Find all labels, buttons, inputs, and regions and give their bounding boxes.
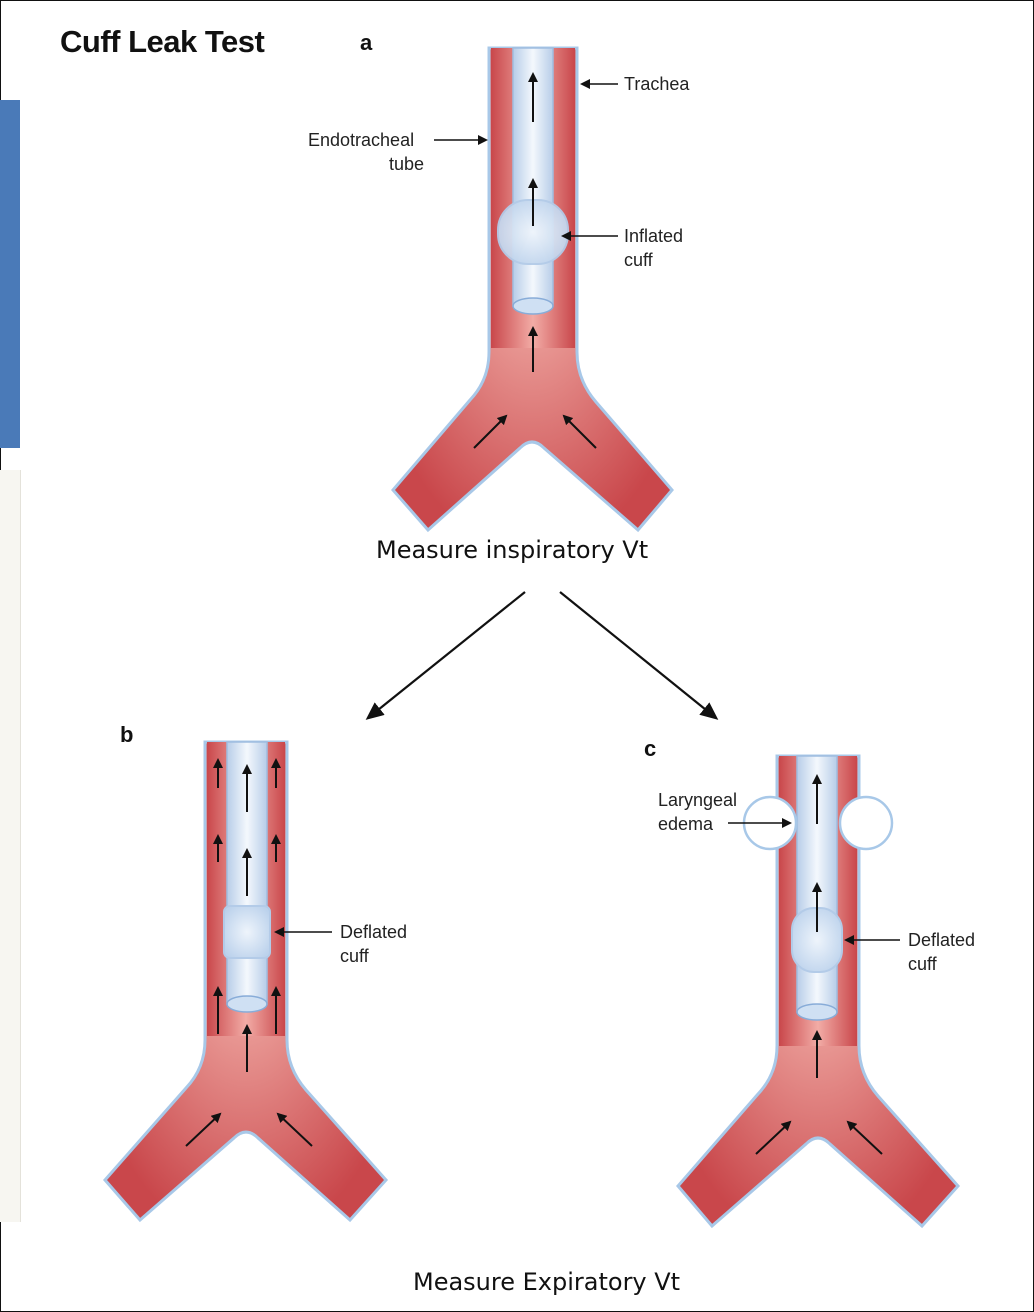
tube-label-line1: Endotracheal [308,128,414,152]
inflated-cuff-label-line2: cuff [624,248,653,272]
laryngeal-edema-right [840,797,892,849]
laryngeal-edema-label-line1: Laryngeal [658,788,737,812]
panel-a-airway [393,48,672,530]
panel-a-letter: a [360,30,372,56]
panel-b-letter: b [120,722,133,748]
panel-c-letter: c [644,736,656,762]
panel-b-cuff-label-line1: Deflated [340,920,407,944]
trachea-label: Trachea [624,72,689,96]
tube-label-line2: tube [389,152,424,176]
panel-b-tube-opening [227,996,267,1012]
panel-c-cuff-label-line2: cuff [908,952,937,976]
expiratory-caption: Measure Expiratory Vt [413,1268,680,1296]
panel-c-airway [678,756,958,1226]
branch-arrow-left [368,592,525,718]
inspiratory-caption: Measure inspiratory Vt [376,536,648,564]
inflated-cuff-label-line1: Inflated [624,224,683,248]
laryngeal-edema-label-line2: edema [658,812,713,836]
panel-a-tube-opening [513,298,553,314]
slide-title: Cuff Leak Test [60,24,264,60]
branch-arrow-right [560,592,716,718]
panel-c-cuff-label-line1: Deflated [908,928,975,952]
panel-b-deflated-cuff [224,906,270,958]
panel-b-airway [105,742,386,1220]
panel-c-tube-opening [797,1004,837,1020]
panel-b-cuff-label-line2: cuff [340,944,369,968]
